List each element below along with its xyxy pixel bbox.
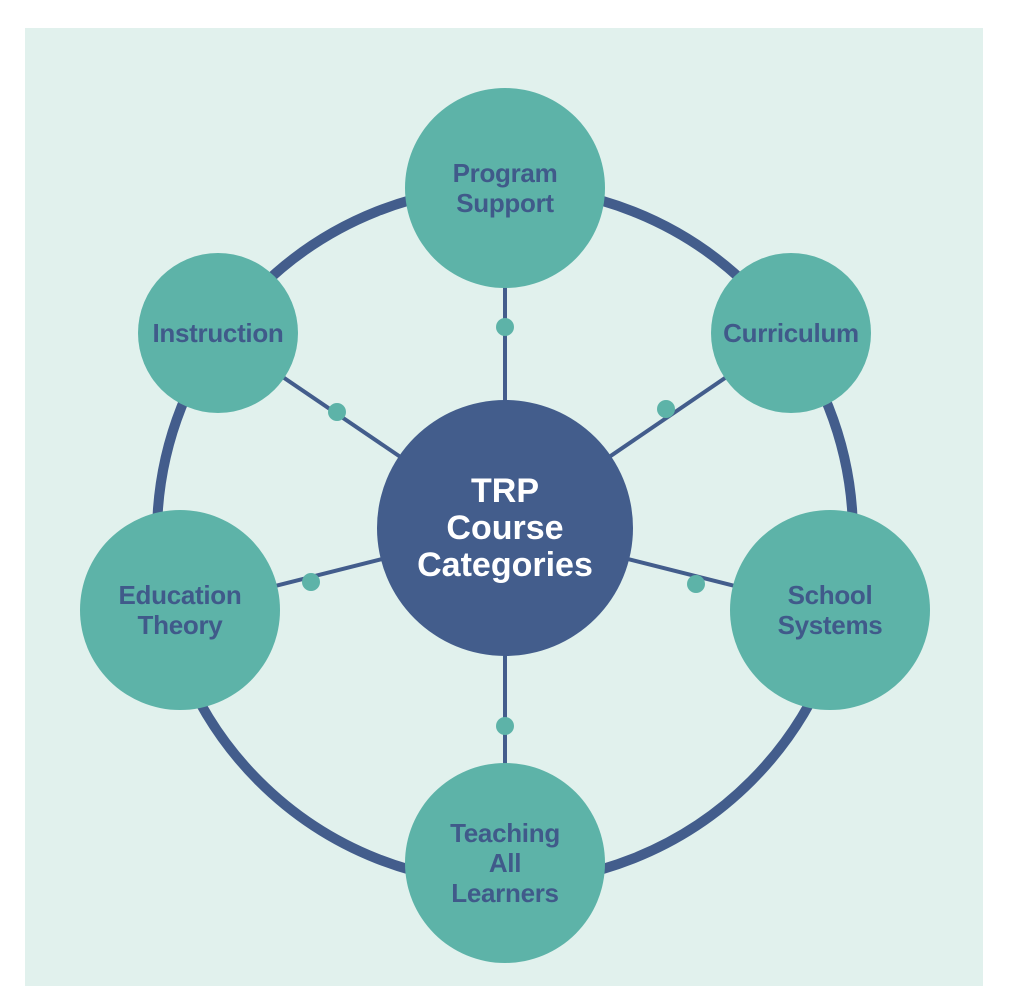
node-label-line: Education (118, 580, 242, 610)
node-circle-education-theory (80, 510, 280, 710)
connector-dot-curriculum (657, 400, 675, 418)
node-label-line: Support (456, 188, 554, 218)
node-label-line: Systems (777, 610, 883, 640)
node-label-line: Teaching (450, 818, 560, 848)
node-label-line: Learners (451, 878, 559, 908)
center-title: TRP Course Categories (377, 400, 633, 656)
node-label-line: School (787, 580, 873, 610)
connector-dot-program-support (496, 318, 514, 336)
center-title-line-2: Course (446, 508, 564, 547)
connector-dot-instruction (328, 403, 346, 421)
node-circle-program-support (405, 88, 605, 288)
node-label-line: All (488, 848, 522, 878)
node-label-instruction: Instruction (138, 253, 298, 413)
node-label-curriculum: Curriculum (711, 253, 871, 413)
node-label-line: Instruction (152, 318, 284, 348)
node-label-line: Theory (137, 610, 223, 640)
connector-dots (302, 318, 705, 735)
connector-dot-school-systems (687, 575, 705, 593)
node-circle-teaching-all-learners (405, 763, 605, 963)
center-circle (377, 400, 633, 656)
node-circle-school-systems (730, 510, 930, 710)
center-title-line-1: TRP (471, 471, 539, 510)
node-circle-curriculum (711, 253, 871, 413)
node-label-line: Curriculum (723, 318, 859, 348)
node-label-line: Program (452, 158, 558, 188)
connector-dot-teaching-all-learners (496, 717, 514, 735)
node-circle-instruction (138, 253, 298, 413)
center-title-line-3: Categories (417, 545, 593, 584)
category-nodes (80, 88, 930, 963)
connector-dot-education-theory (302, 573, 320, 591)
